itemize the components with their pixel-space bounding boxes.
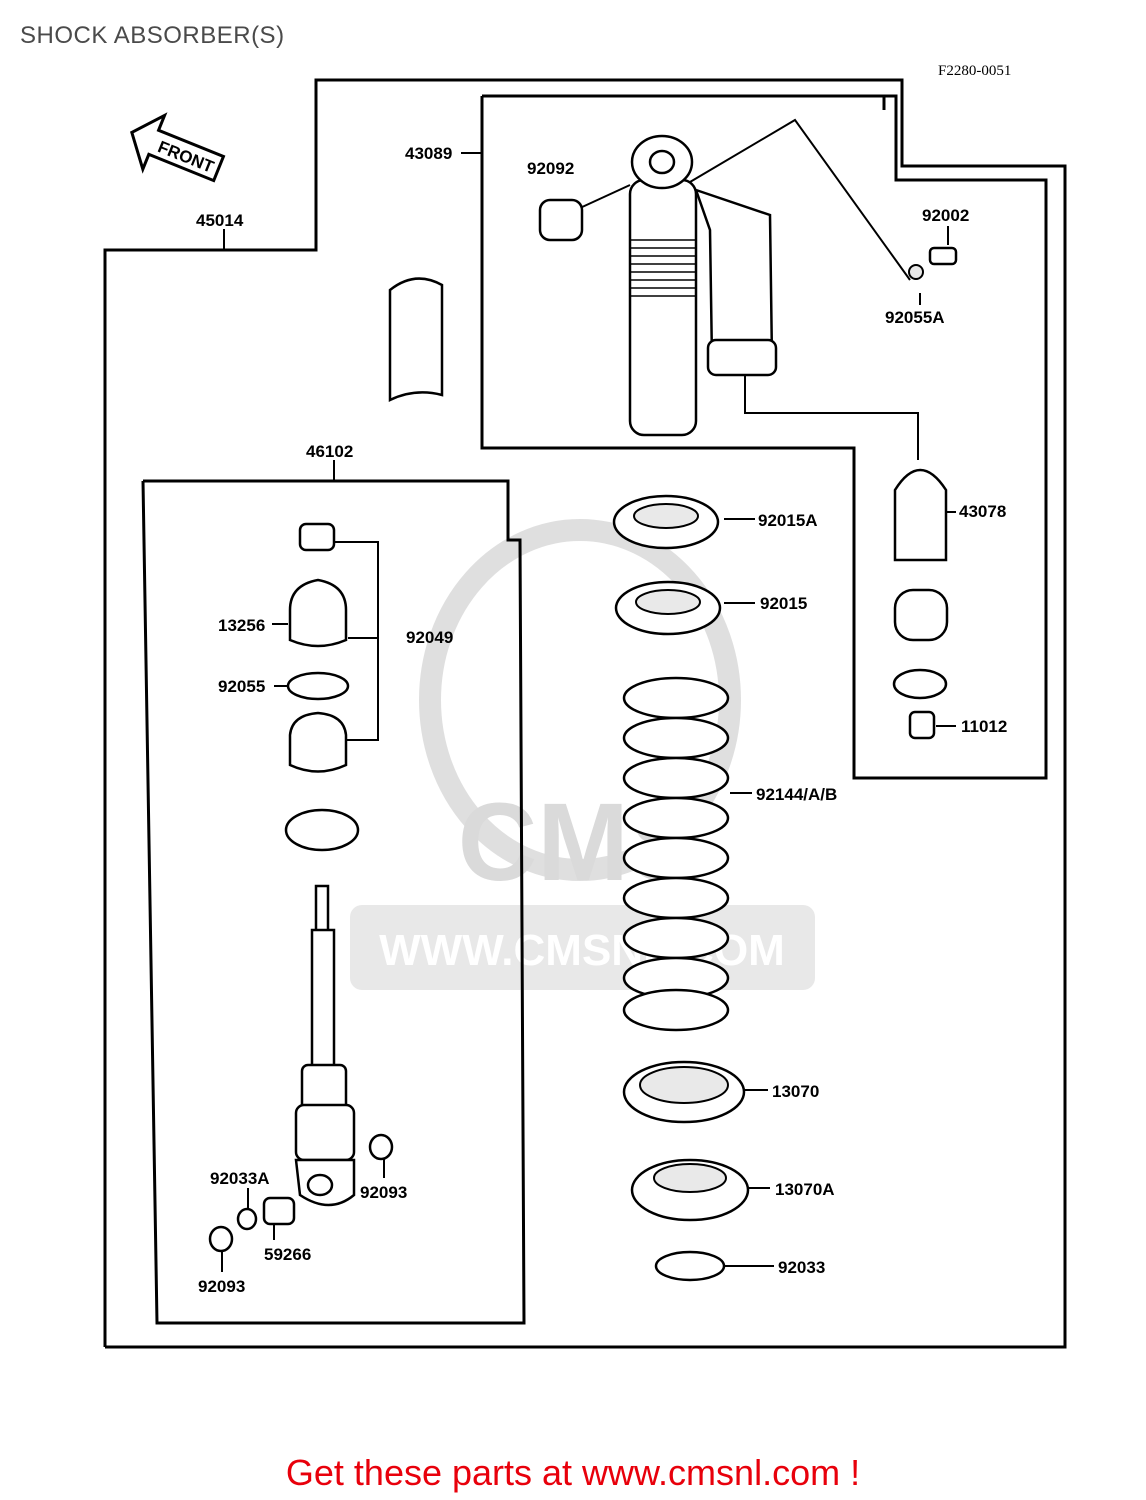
figure-code: F2280-0051: [938, 63, 1011, 79]
assembly-frame-46102: [141, 479, 526, 1325]
rubber-13256: [288, 578, 348, 648]
collar-59266: [262, 1196, 296, 1226]
label-92093-left: 92093: [198, 1277, 245, 1296]
heat-shield: [388, 277, 444, 402]
label-46102: 46102: [306, 442, 353, 461]
valve-cap-11012: [908, 710, 936, 740]
label-11012: 11012: [961, 717, 1007, 736]
shock-body-43089: [628, 134, 778, 437]
bump-stop-cup: [284, 808, 360, 852]
label-59266: 59266: [264, 1245, 311, 1264]
label-92049: 92049: [406, 628, 453, 647]
watermark: CMS WWW.CMSNL.COM: [350, 519, 815, 990]
assembly-frame-45014: [103, 78, 1067, 1349]
circlip-92033: [654, 1250, 726, 1282]
label-92144: 92144/A/B: [756, 785, 837, 804]
label-13256: 13256: [218, 616, 265, 635]
bearing-92093-right: [368, 1133, 394, 1161]
frame-segment: [482, 94, 886, 110]
bearing-92093-left: [208, 1225, 234, 1253]
assembly-frame-43089: [480, 94, 1048, 780]
page-title: SHOCK ABSORBER(S): [20, 22, 285, 49]
part-shapes: [208, 134, 958, 1282]
label-92055: 92055: [218, 677, 265, 696]
piston-rod: [294, 884, 356, 1207]
label-45014: 45014: [196, 211, 244, 230]
label-13070: 13070: [772, 1082, 819, 1101]
rubber-lower: [288, 711, 348, 773]
label-92055A: 92055A: [885, 308, 945, 327]
label-92092: 92092: [527, 159, 574, 178]
label-92093-right: 92093: [360, 1183, 407, 1202]
label-92002: 92002: [922, 206, 969, 225]
front-arrow-icon: [130, 112, 226, 183]
oring-92055: [286, 671, 350, 701]
bolt-92002: [928, 246, 958, 266]
nut-top: [298, 522, 336, 552]
footer-cta-link[interactable]: Get these parts at www.cmsnl.com !: [285, 1452, 861, 1493]
label-92015: 92015: [760, 594, 807, 613]
watermark-logo-mascot: [419, 519, 741, 881]
washer-92055A: [908, 264, 924, 280]
label-43078: 43078: [959, 502, 1006, 521]
spring-92144: [622, 676, 730, 1032]
bushing-92092: [538, 198, 584, 242]
spacer-92033A: [236, 1207, 258, 1231]
leader-lines: [221, 118, 956, 1272]
label-43089: 43089: [405, 144, 452, 163]
circlip: [892, 668, 948, 700]
exploded-parts-diagram: CMS WWW.CMSNL.COM F2280-0051 FRONT: [103, 63, 1067, 1349]
bladder-43078: [893, 468, 948, 562]
bladder-seal: [893, 588, 949, 642]
label-92033A: 92033A: [210, 1169, 270, 1188]
label-92033: 92033: [778, 1258, 825, 1277]
front-arrow: FRONT: [130, 112, 226, 183]
label-92015A: 92015A: [758, 511, 818, 530]
label-13070A: 13070A: [775, 1180, 835, 1199]
part-labels: 45014 43089 92092 92002 92055A 46102 920…: [196, 144, 1007, 1296]
